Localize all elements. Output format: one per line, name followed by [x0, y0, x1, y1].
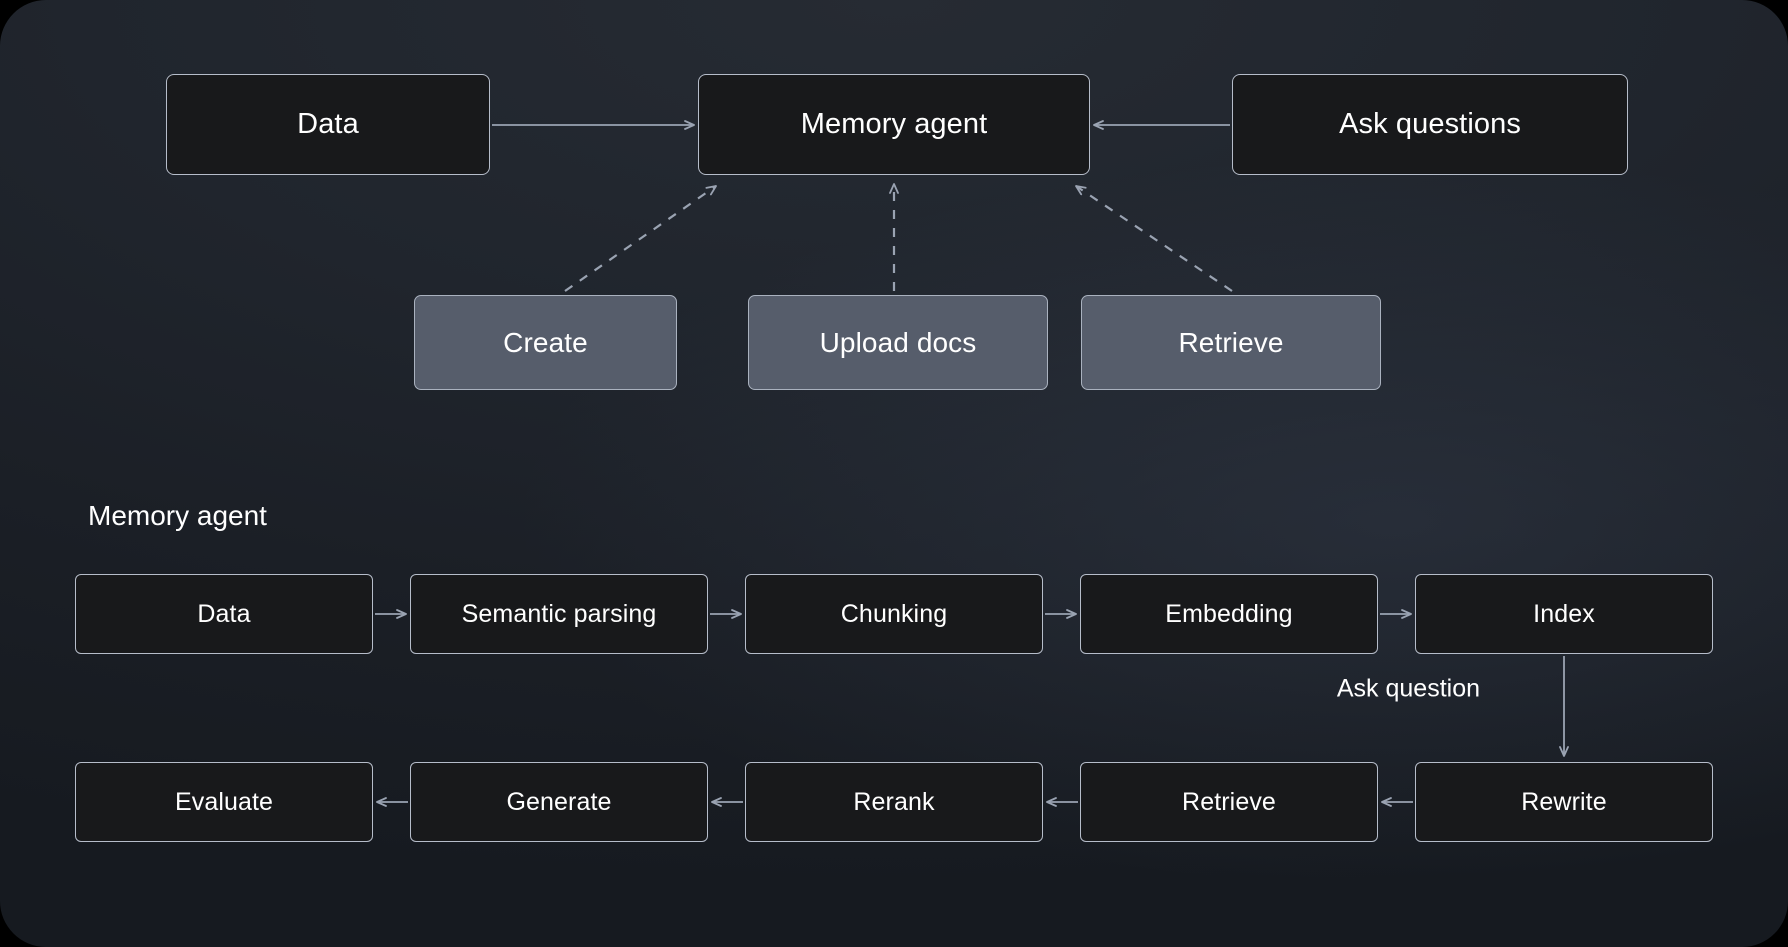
node-label: Data	[197, 599, 251, 628]
node-pipeline-rerank[interactable]: Rerank	[745, 762, 1043, 842]
node-pipeline-index[interactable]: Index	[1415, 574, 1713, 654]
node-label: Evaluate	[174, 787, 274, 816]
node-label: Rewrite	[1521, 787, 1607, 816]
connector-create-to-memory-agent	[564, 185, 717, 292]
node-label: Data	[297, 108, 359, 140]
node-memory-agent[interactable]: Memory agent	[698, 74, 1090, 175]
node-label: Semantic parsing	[461, 599, 657, 628]
node-label: Create	[503, 326, 588, 358]
node-pipeline-chunking[interactable]: Chunking	[745, 574, 1043, 654]
node-pipeline-evaluate[interactable]: Evaluate	[75, 762, 373, 842]
node-label: Ask questions	[1339, 108, 1521, 140]
node-pipeline-retrieve[interactable]: Retrieve	[1080, 762, 1378, 842]
node-label: Upload docs	[819, 326, 977, 358]
node-label: Memory agent	[800, 108, 988, 140]
node-label: Retrieve	[1178, 326, 1284, 358]
node-data-top[interactable]: Data	[166, 74, 490, 175]
connector-retrieve-to-memory-agent	[1075, 185, 1233, 292]
node-ask-questions[interactable]: Ask questions	[1232, 74, 1628, 175]
node-label: Generate	[506, 787, 612, 816]
section-title-memory-agent: Memory agent	[88, 500, 267, 531]
node-label: Chunking	[840, 599, 948, 628]
node-label: Retrieve	[1182, 787, 1276, 816]
node-label: Embedding	[1165, 599, 1293, 628]
node-pipeline-rewrite[interactable]: Rewrite	[1415, 762, 1713, 842]
node-pipeline-data[interactable]: Data	[75, 574, 373, 654]
node-retrieve-capability[interactable]: Retrieve	[1081, 295, 1381, 390]
node-create[interactable]: Create	[414, 295, 677, 390]
node-label: Rerank	[853, 787, 935, 816]
node-pipeline-semantic-parsing[interactable]: Semantic parsing	[410, 574, 708, 654]
edge-label-ask-question: Ask question	[1336, 674, 1480, 703]
node-pipeline-generate[interactable]: Generate	[410, 762, 708, 842]
node-upload-docs[interactable]: Upload docs	[748, 295, 1048, 390]
node-label: Index	[1533, 599, 1595, 628]
node-pipeline-embedding[interactable]: Embedding	[1080, 574, 1378, 654]
